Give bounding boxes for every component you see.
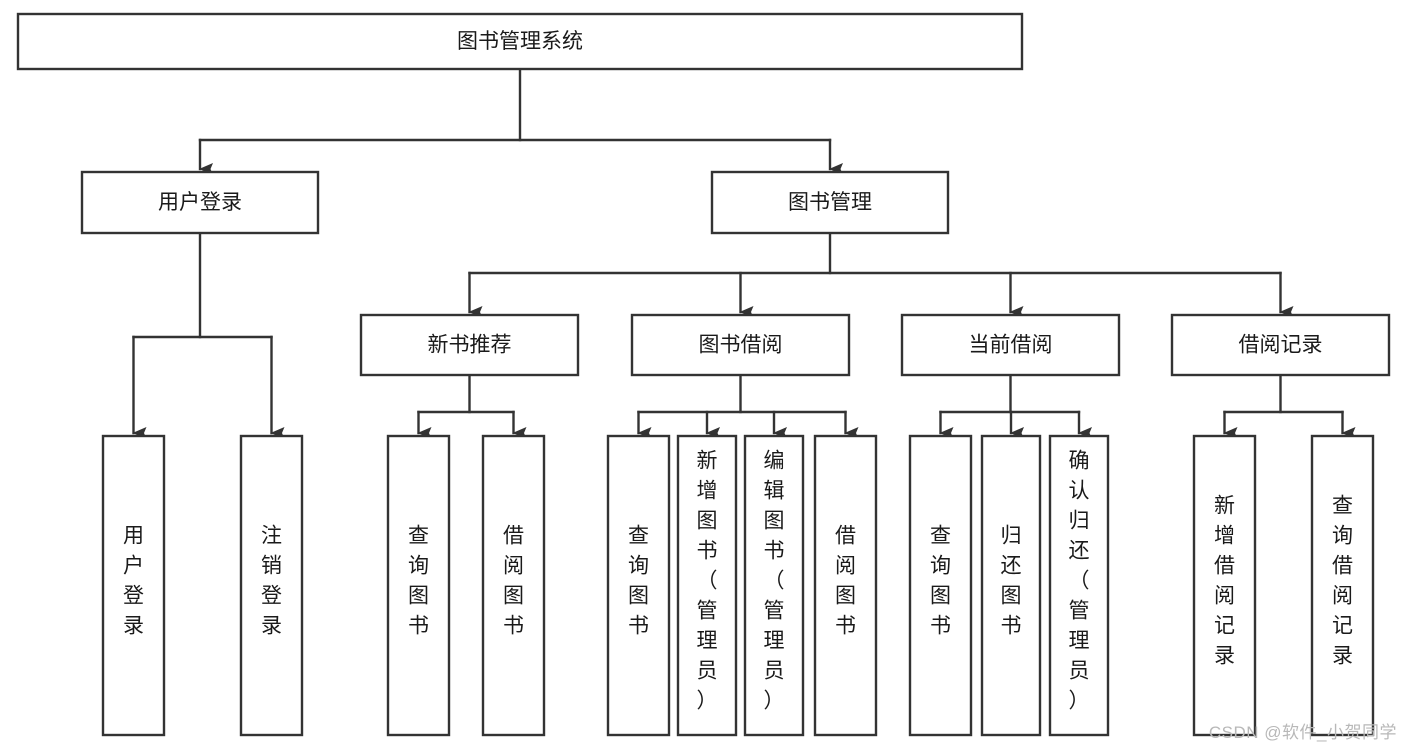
node-label-user-login: 用户登录: [158, 191, 242, 214]
node-leaf-13[interactable]: 查询借阅记录: [1310, 434, 1375, 737]
node-box-leaf-2: [239, 434, 304, 737]
node-box-leaf-9: [908, 434, 973, 737]
node-leaf-8[interactable]: 借阅图书: [813, 434, 878, 737]
connector-layer: [132, 67, 1356, 439]
node-leaf-4[interactable]: 借阅图书: [481, 434, 546, 737]
node-leaf-7[interactable]: 编辑图书（管理员）: [743, 434, 805, 737]
node-leaf-9[interactable]: 查询图书: [908, 434, 973, 737]
node-box-leaf-12: [1192, 434, 1257, 737]
node-label-book-manage: 图书管理: [788, 191, 872, 214]
node-user-login[interactable]: 用户登录: [80, 170, 320, 235]
watermark-label: CSDN @软件_小贺同学: [1208, 723, 1397, 742]
node-label-leaf-3: 查询图书: [408, 525, 429, 638]
node-box-leaf-11: [1048, 434, 1110, 737]
node-current-borrow[interactable]: 当前借阅: [900, 313, 1121, 377]
node-leaf-12[interactable]: 新增借阅记录: [1192, 434, 1257, 737]
node-borrow-record[interactable]: 借阅记录: [1170, 313, 1391, 377]
node-label-leaf-10: 归还图书: [1001, 525, 1022, 638]
node-new-book-rec[interactable]: 新书推荐: [359, 313, 580, 377]
node-label-book-borrow: 图书借阅: [699, 334, 783, 357]
node-box-leaf-8: [813, 434, 878, 737]
node-box-leaf-4: [481, 434, 546, 737]
node-label-leaf-7: 编辑图书（管理员）: [764, 450, 785, 713]
node-box-root: [16, 12, 1024, 71]
node-box-leaf-7: [743, 434, 805, 737]
node-label-leaf-4: 借阅图书: [503, 525, 524, 638]
node-box-book-borrow: [630, 313, 851, 377]
node-book-borrow[interactable]: 图书借阅: [630, 313, 851, 377]
node-leaf-1[interactable]: 用户登录: [101, 434, 166, 737]
node-leaf-11[interactable]: 确认归还（管理员）: [1048, 434, 1110, 737]
node-layer: 图书管理系统用户登录图书管理新书推荐图书借阅当前借阅借阅记录用户登录注销登录查询…: [16, 12, 1391, 737]
node-box-leaf-10: [980, 434, 1042, 737]
node-label-leaf-13: 查询借阅记录: [1332, 495, 1353, 668]
node-label-leaf-8: 借阅图书: [835, 525, 856, 638]
node-box-borrow-record: [1170, 313, 1391, 377]
node-leaf-5[interactable]: 查询图书: [606, 434, 671, 737]
node-box-user-login: [80, 170, 320, 235]
node-box-current-borrow: [900, 313, 1121, 377]
node-leaf-3[interactable]: 查询图书: [386, 434, 451, 737]
node-label-leaf-9: 查询图书: [930, 525, 951, 638]
node-leaf-2[interactable]: 注销登录: [239, 434, 304, 737]
node-label-borrow-record: 借阅记录: [1239, 334, 1323, 357]
node-label-leaf-5: 查询图书: [628, 525, 649, 638]
node-box-new-book-rec: [359, 313, 580, 377]
node-label-leaf-6: 新增图书（管理员）: [697, 450, 718, 713]
node-box-leaf-13: [1310, 434, 1375, 737]
node-label-root: 图书管理系统: [457, 30, 583, 53]
node-book-manage[interactable]: 图书管理: [710, 170, 950, 235]
node-label-leaf-2: 注销登录: [261, 525, 282, 638]
node-box-book-manage: [710, 170, 950, 235]
node-leaf-6[interactable]: 新增图书（管理员）: [676, 434, 738, 737]
node-label-leaf-11: 确认归还（管理员）: [1069, 450, 1090, 713]
node-box-leaf-5: [606, 434, 671, 737]
node-label-leaf-1: 用户登录: [123, 525, 144, 638]
node-label-leaf-12: 新增借阅记录: [1214, 495, 1235, 668]
node-box-leaf-1: [101, 434, 166, 737]
node-box-leaf-3: [386, 434, 451, 737]
node-root[interactable]: 图书管理系统: [16, 12, 1024, 71]
node-label-current-borrow: 当前借阅: [969, 334, 1053, 357]
node-leaf-10[interactable]: 归还图书: [980, 434, 1042, 737]
node-box-leaf-6: [676, 434, 738, 737]
node-label-new-book-rec: 新书推荐: [428, 334, 512, 357]
